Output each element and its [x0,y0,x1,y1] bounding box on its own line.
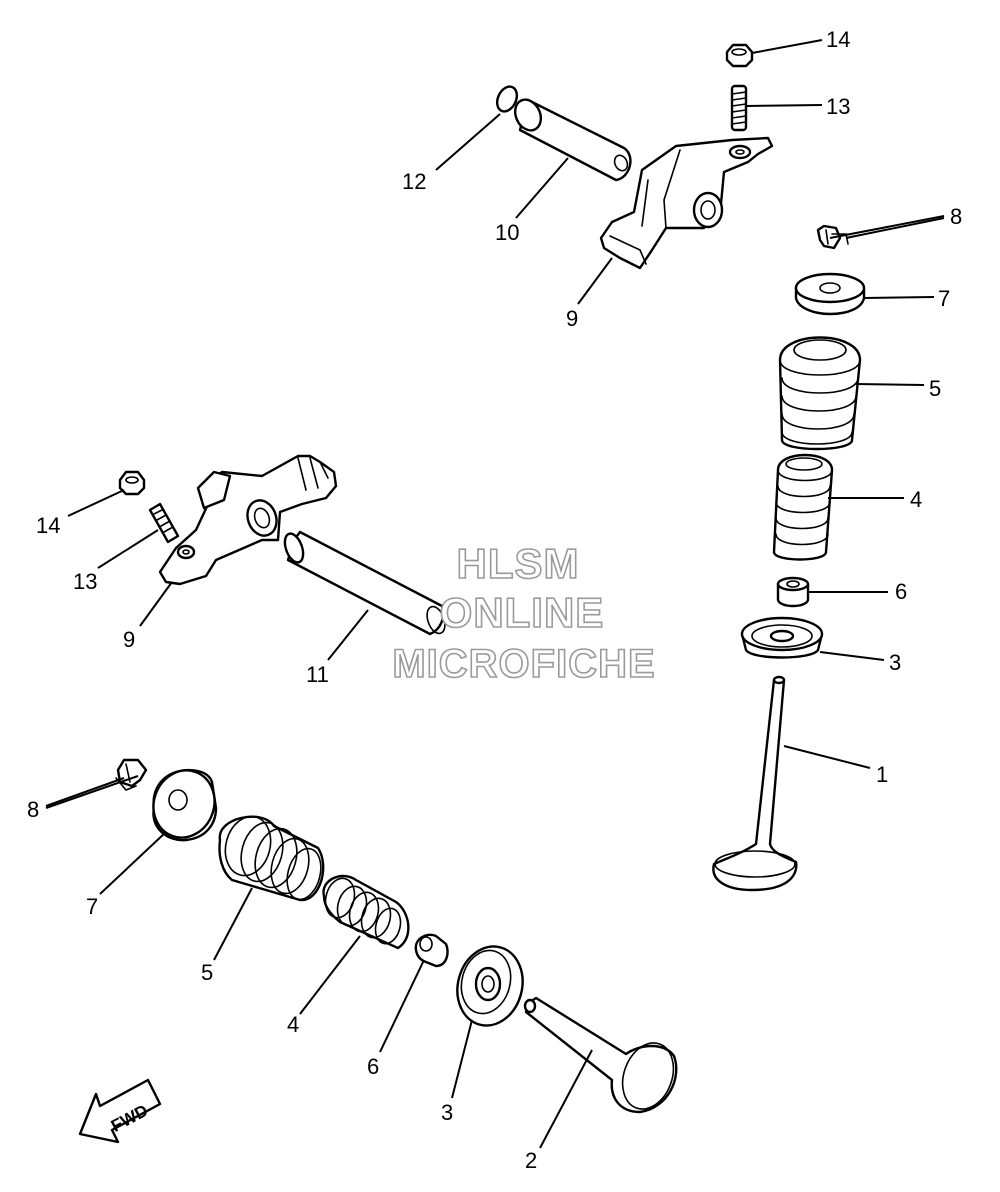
outer-spring-lower [218,815,325,902]
watermark-line-2: ONLINE [440,589,605,636]
callout-11: 11 [306,662,329,687]
adjuster-screw-left [148,502,180,544]
callout-6-upper: 6 [895,579,907,604]
exhaust-valve [523,996,678,1114]
callout-14-upper: 14 [826,27,850,52]
callout-6-lower: 6 [367,1054,379,1079]
callout-10: 10 [495,220,519,245]
fwd-arrow-icon: FWD [78,1078,162,1144]
watermark-line-3: MICROFICHE [392,642,655,686]
callout-3-upper: 3 [889,650,901,675]
valve-cotter-lower [115,758,148,791]
spring-retainer-lower [152,768,218,842]
outer-spring-upper [778,336,862,451]
spring-retainer-upper [794,272,866,316]
callout-13-left: 13 [73,569,97,594]
callout-13-upper: 13 [826,94,850,119]
adjuster-screw-upper [730,84,748,132]
callout-1: 1 [876,762,888,787]
spring-seat-lower [456,945,524,1027]
watermark: HLSM ONLINE MICROFICHE [392,539,656,687]
callout-8-upper: 8 [950,204,962,229]
callout-7-lower: 7 [86,894,98,919]
callout-7-upper: 7 [938,286,950,311]
valve-stem-seal-upper [776,576,810,608]
valve-stem-seal-lower [414,933,449,968]
intake-valve [712,675,798,892]
callout-12: 12 [402,169,426,194]
o-ring [495,85,519,113]
callout-4-upper: 4 [910,487,922,512]
callout-14-left: 14 [36,513,60,538]
callout-9-upper: 9 [566,306,578,331]
valve-cotter-upper [816,224,849,250]
callout-2: 2 [525,1148,537,1173]
rocker-arm-left [158,454,338,586]
callout-4-lower: 4 [287,1012,299,1037]
watermark-line-1: HLSM [457,540,580,587]
callout-5-lower: 5 [201,960,213,985]
nut-upper [725,43,754,68]
rocker-shaft-left [283,530,446,636]
callout-numbers: 14 13 12 10 9 8 7 5 4 6 3 1 14 13 9 11 8… [27,27,962,1173]
spring-seat-upper [740,616,824,659]
inner-spring-upper [772,453,834,561]
inner-spring-lower [322,874,410,950]
callout-9-left: 9 [123,627,135,652]
callout-8-lower: 8 [27,797,39,822]
leader-lines [45,39,945,1149]
rocker-arm-upper [599,136,774,270]
rocker-shaft-upper [513,98,632,182]
callout-3-lower: 3 [441,1100,453,1125]
callout-5-upper: 5 [929,376,941,401]
